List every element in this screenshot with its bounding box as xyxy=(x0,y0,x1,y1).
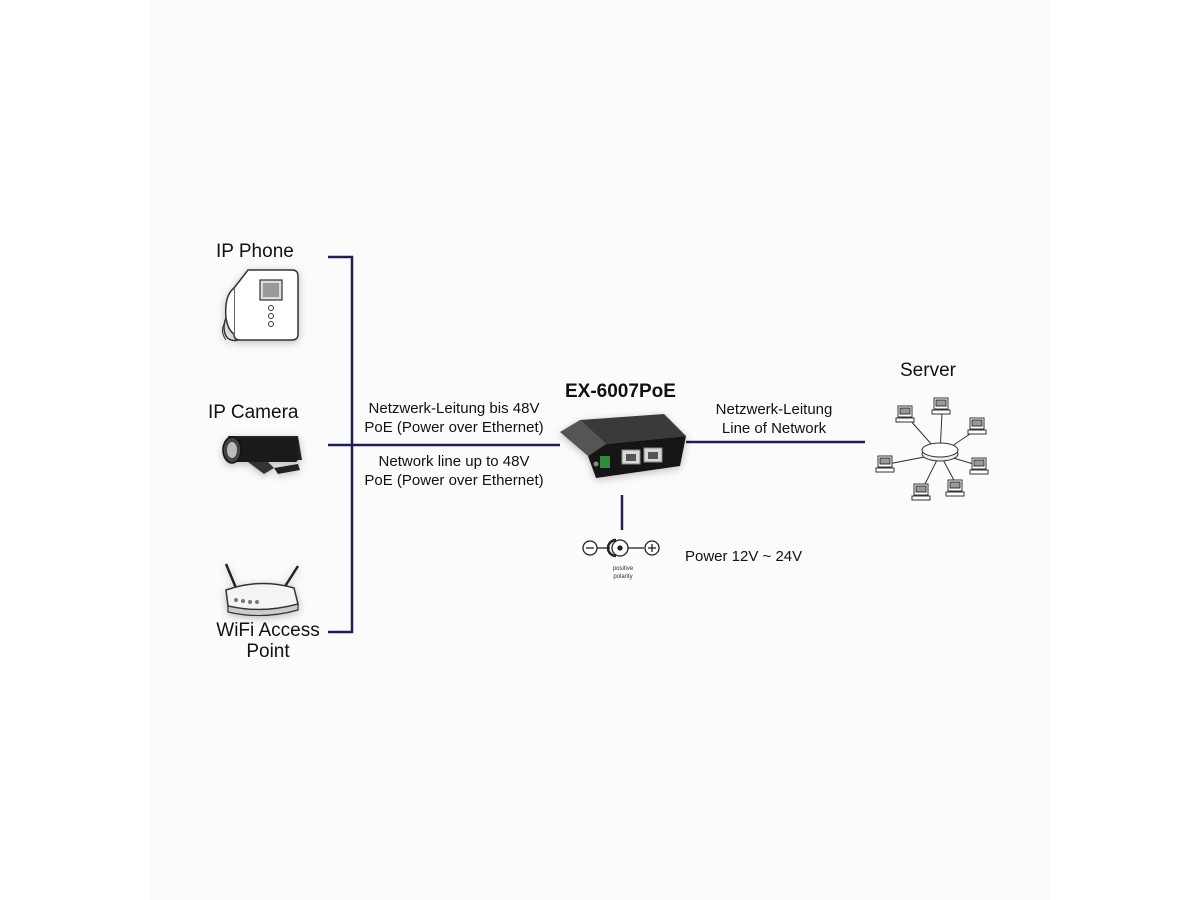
network-link-label: Netzwerk-Leitung Line of Network xyxy=(700,400,848,438)
poe-link-label-en: Network line up to 48V PoE (Power over E… xyxy=(356,452,552,490)
ip-phone-label: IP Phone xyxy=(216,241,294,262)
poe-de-line1: Netzwerk-Leitung bis 48V xyxy=(368,400,540,417)
injector-title: EX-6007PoE xyxy=(565,381,676,402)
network-en: Line of Network xyxy=(721,420,827,437)
wifi-access-point-label: WiFi Access Point xyxy=(216,620,320,662)
polarity-symbol xyxy=(582,538,660,558)
poe-injector-icon xyxy=(560,414,686,478)
connection-lines xyxy=(328,255,865,634)
poe-de-line2: PoE (Power over Ethernet) xyxy=(364,419,544,436)
server-network-icon xyxy=(875,397,989,501)
power-label: Power 12V ~ 24V xyxy=(685,548,803,565)
ip-camera-icon xyxy=(222,436,302,474)
poe-en-line1: Network line up to 48V xyxy=(378,453,530,470)
ip-phone-icon xyxy=(221,269,299,342)
wifi-label-line2: Point xyxy=(246,641,290,662)
polarity-label-line1: positive xyxy=(613,566,634,572)
wifi-access-point-icon xyxy=(224,563,300,617)
network-de: Netzwerk-Leitung xyxy=(715,401,833,418)
wifi-label-line1: WiFi Access xyxy=(216,620,320,641)
ip-camera-label: IP Camera xyxy=(208,402,299,423)
server-label: Server xyxy=(900,360,956,381)
poe-link-label-de: Netzwerk-Leitung bis 48V PoE (Power over… xyxy=(356,399,552,437)
poe-en-line2: PoE (Power over Ethernet) xyxy=(364,472,544,489)
workstation-icons xyxy=(875,397,989,501)
polarity-label-line2: polarity xyxy=(613,574,632,580)
